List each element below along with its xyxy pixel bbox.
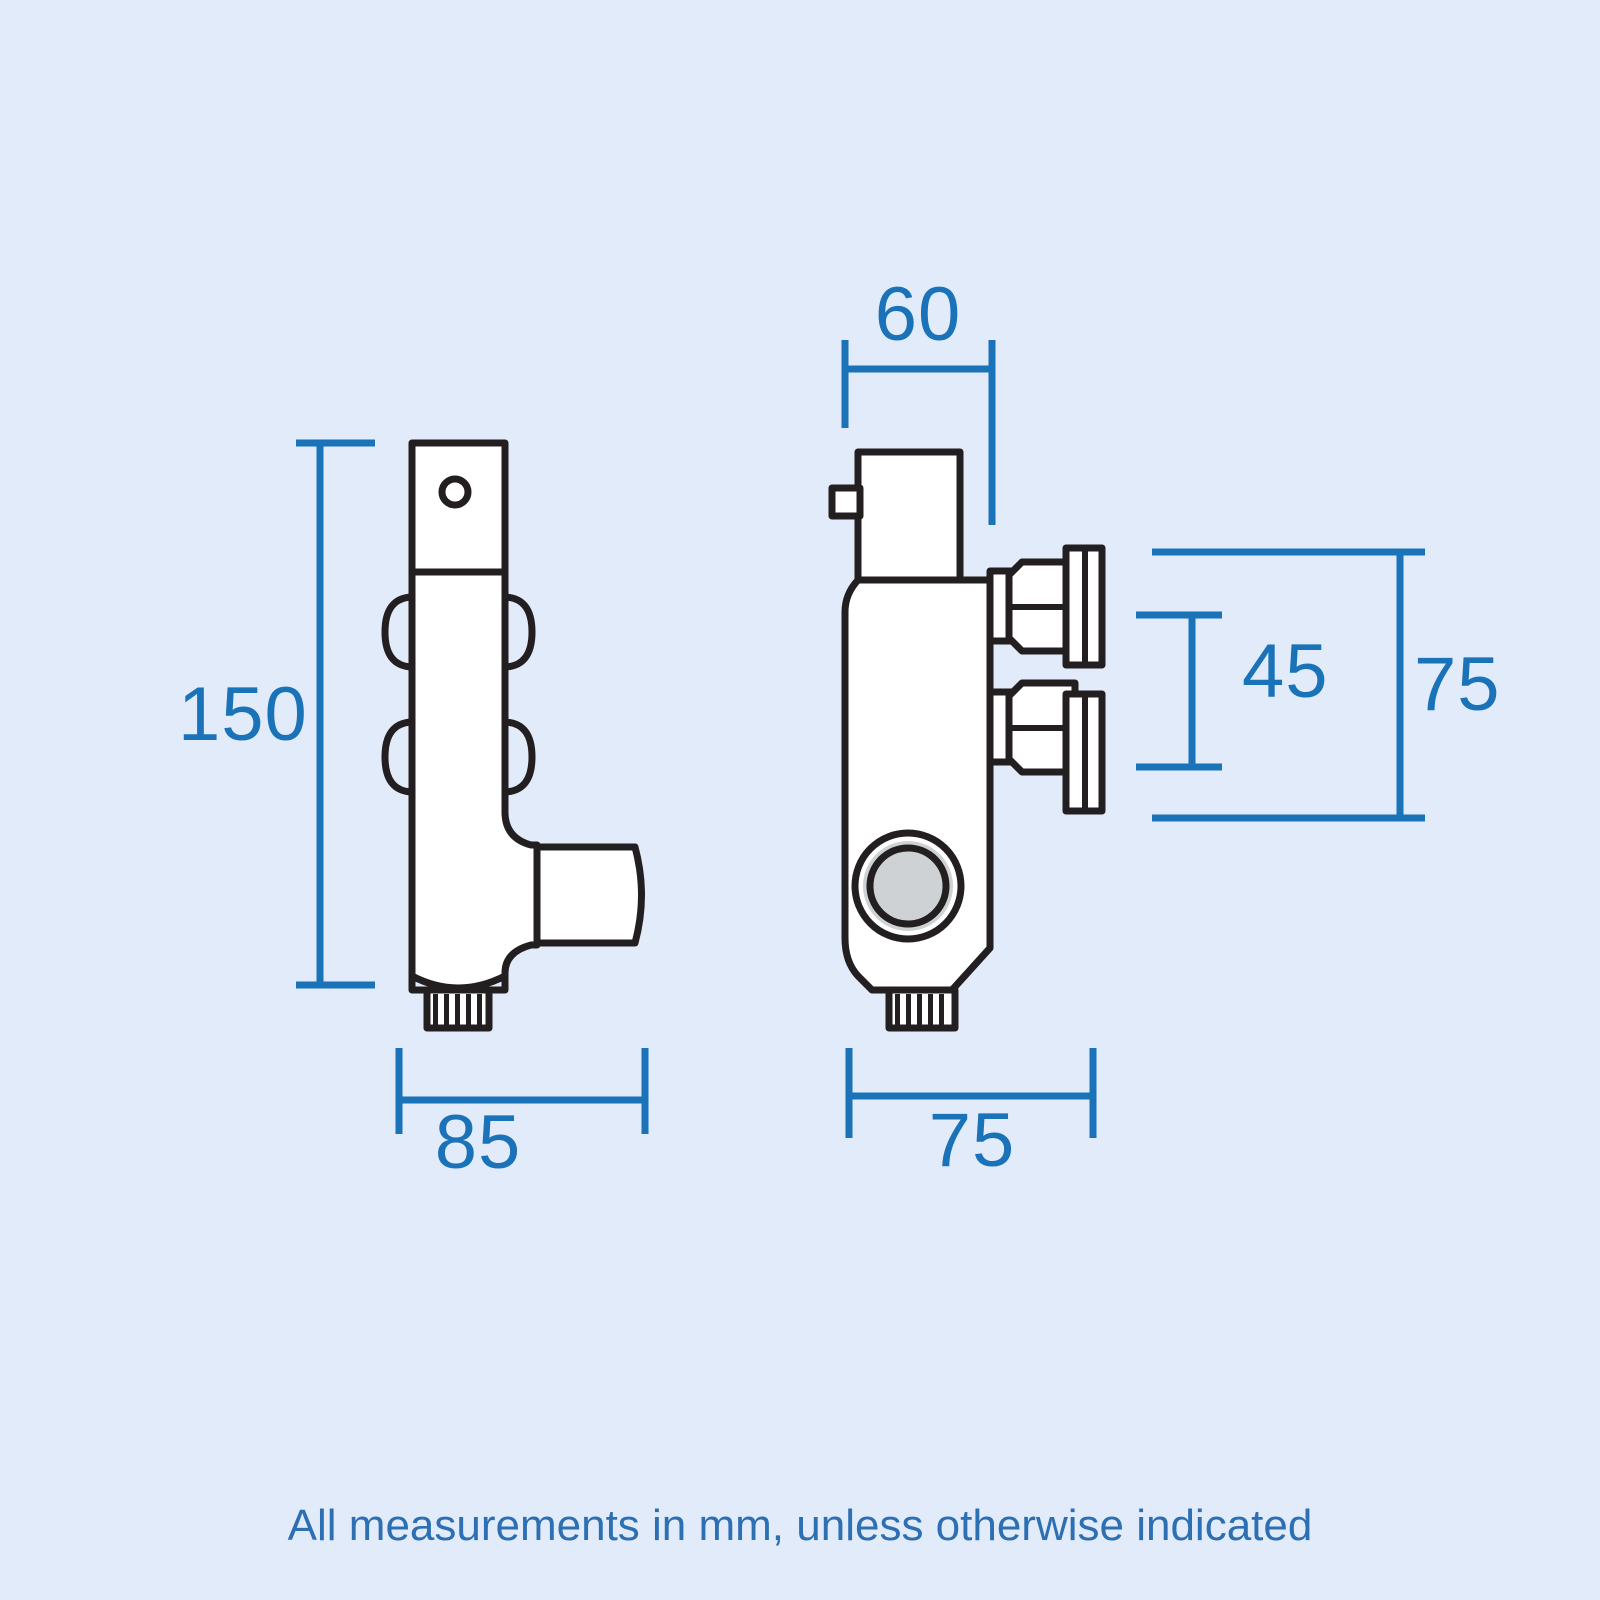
dimension-spacing-45: 45 [1136,611,1329,771]
dimension-height-150: 150 [178,439,375,989]
side-view-outlet-spout [529,843,645,947]
front-view-knob-ring-band [863,841,953,931]
side-view-hose-nut-upper-left [381,593,416,671]
side-view-riser-block [408,439,509,576]
side-view-thread-stripes [433,994,482,1025]
dimension-75-bottom-label: 75 [929,1098,1016,1183]
side-view-body [408,568,541,992]
dimension-width-60: 60 [841,272,996,525]
side-view-group [381,439,645,1032]
dimension-75-right-label: 75 [1414,642,1501,727]
side-view-indicator-hole-icon [438,475,472,509]
front-view-group [828,448,1106,1032]
measurements-caption: All measurements in mm, unless otherwise… [288,1501,1313,1550]
dimension-spacing-75-right: 75 [1152,548,1501,822]
side-view-hose-nut-lower-left [381,718,416,796]
front-view-side-tab [828,484,864,520]
side-view-hose-nut-lower-right [501,718,536,796]
dimension-45-label: 45 [1242,629,1329,714]
front-view-riser-block [854,448,964,584]
front-view-knob-outer-circle [851,829,965,943]
side-view-hose-nut-upper-right [501,593,536,671]
front-view-inlet-lower [986,679,1106,815]
dimension-150-label: 150 [178,672,308,757]
dimension-width-85: 85 [395,1048,649,1185]
front-view-knob-inner-circle [866,844,950,928]
dimension-85-label: 85 [435,1100,522,1185]
front-view-inlet-upper [986,544,1106,669]
dimension-60-label: 60 [875,272,962,357]
dimension-width-75-bottom: 75 [845,1048,1097,1183]
front-view-thread-stripes [895,994,944,1025]
